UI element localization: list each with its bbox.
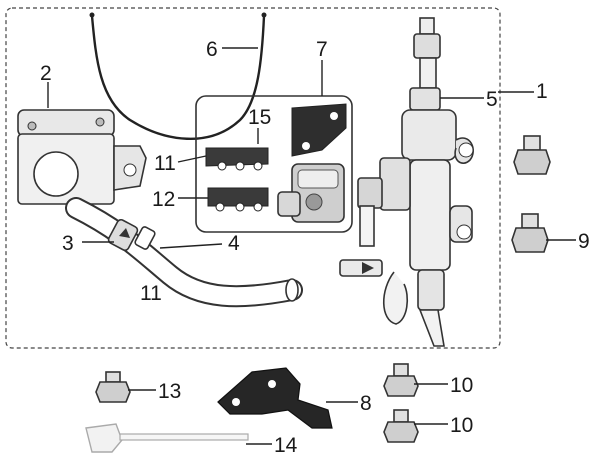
- bolt-upper: [513, 135, 551, 175]
- callout-3: 3: [62, 232, 74, 255]
- brake-hose: [65, 197, 303, 308]
- bolt-10-lower: [383, 409, 419, 443]
- hose-clip: [107, 218, 156, 252]
- callout-10-upper: 10: [450, 374, 473, 397]
- master-cylinder: [17, 109, 147, 205]
- assembly-boundary: [5, 7, 501, 349]
- bolt-9: [511, 213, 549, 253]
- callout-11-pad: 11: [154, 152, 176, 175]
- callout-12: 12: [152, 188, 175, 211]
- caliper-kit-box: [195, 95, 353, 233]
- rear-master-cylinder: [339, 17, 474, 347]
- callout-6: 6: [206, 38, 218, 61]
- callout-7: 7: [316, 38, 328, 61]
- caliper-body: [277, 163, 345, 223]
- pin-14: [85, 423, 249, 453]
- bolt-13: [95, 371, 131, 403]
- callout-5: 5: [486, 88, 498, 111]
- callout-10-lower: 10: [450, 414, 473, 437]
- bolt-10-upper: [383, 363, 419, 397]
- callout-15: 15: [248, 106, 271, 129]
- brake-cable: [89, 12, 267, 140]
- callout-8: 8: [360, 392, 372, 415]
- caliper-bracket-small: [291, 103, 347, 157]
- callout-4: 4: [228, 232, 240, 255]
- callout-11-hose: 11: [140, 282, 162, 305]
- brake-pad-upper: [205, 147, 269, 171]
- brake-pad-lower: [207, 187, 269, 212]
- callout-9: 9: [578, 230, 590, 253]
- leader-lines: [47, 47, 576, 445]
- callout-2: 2: [40, 62, 52, 85]
- callout-14: 14: [274, 434, 298, 457]
- callout-1: 1: [536, 80, 548, 103]
- callout-labels: 1 2 3 4 5 6 7 8 9 10 10 11 11 12 13 14 1…: [40, 38, 590, 457]
- callout-13: 13: [158, 380, 181, 403]
- caliper-bracket: [217, 367, 333, 429]
